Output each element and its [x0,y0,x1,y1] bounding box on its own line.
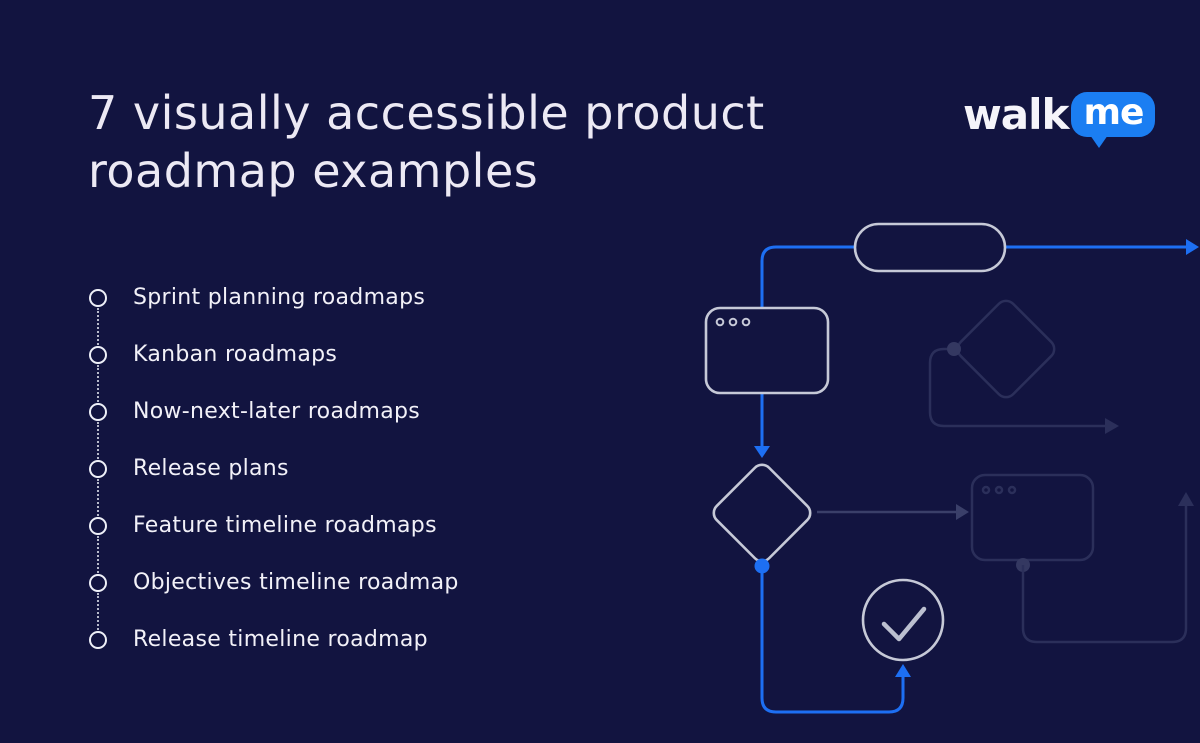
faded-flow-group [817,299,1194,644]
circle-bullet-icon [89,288,107,307]
blue-lower-group [754,558,911,714]
decision-diamond-icon [712,463,812,563]
list-item: Release plans [89,440,459,516]
faded-arrow-right-icon [1105,418,1119,434]
circle-bullet-icon [89,630,107,649]
walkme-logo: walk me [963,89,1156,148]
list-item: Now-next-later roadmaps [89,383,459,459]
blue-main-path [760,245,1190,449]
blue-return-path [760,566,905,714]
window-dot [741,317,751,327]
list-item-label: Release timeline roadmap [133,627,428,652]
page-title-line1: 7 visually accessible product [88,86,765,140]
dotted-connector [97,308,99,345]
faded-browser-window-icon [970,473,1095,562]
logo-bubble-tail [1090,135,1109,148]
window-dot [728,317,738,327]
check-circle-group [861,578,945,662]
blue-flow-group [754,239,1199,458]
blue-connector-dot [754,558,770,574]
dotted-connector [97,536,99,573]
logo-walk-text: walk [963,89,1069,139]
circle-bullet-icon [89,459,107,478]
list-item: Sprint planning roadmaps [89,269,459,345]
list-item: Objectives timeline roadmap [89,554,459,630]
page-title: 7 visually accessible product roadmap ex… [88,84,765,200]
logo-speech-bubble: me [1071,92,1156,148]
pill-node-icon [853,222,1007,273]
circle-bullet-icon [89,516,107,535]
dotted-connector [97,365,99,402]
dotted-connector [97,422,99,459]
circle-bullet-icon [89,573,107,592]
list-item-label: Sprint planning roadmaps [133,285,426,310]
faded-window-dot [1007,485,1017,495]
faded-loop-path [928,347,1105,428]
list-item: Release timeline roadmap [89,611,459,668]
faded-return-path [1021,506,1188,644]
check-circle-icon [861,578,945,662]
logo-me-text: me [1083,92,1144,133]
dotted-connector [97,593,99,630]
window-dot [715,317,725,327]
list-item-label: Release plans [133,456,289,481]
list-item-label: Objectives timeline roadmap [133,570,459,595]
browser-window-icon [704,306,830,395]
faded-window-dot [994,485,1004,495]
roadmap-list: Sprint planning roadmaps Kanban roadmaps… [89,269,459,668]
circle-bullet-icon [89,402,107,421]
list-item-label: Kanban roadmaps [133,342,338,367]
faded-arrow-into-window-icon [956,504,969,520]
faded-connector-dot [947,342,961,356]
list-item: Kanban roadmaps [89,326,459,402]
list-item-label: Now-next-later roadmaps [133,399,421,424]
blue-arrow-up-icon [895,664,911,677]
dotted-connector [97,479,99,516]
blue-arrow-down-icon [754,446,770,458]
checkmark-icon [881,606,927,642]
faded-decision-diamond-icon [956,299,1056,399]
faded-arrow-up-icon [1178,492,1194,506]
faded-window-dot [981,485,991,495]
circle-bullet-icon [89,345,107,364]
list-item-label: Feature timeline roadmaps [133,513,437,538]
blue-arrow-right-icon [1186,239,1199,255]
list-item: Feature timeline roadmaps [89,497,459,573]
page-title-line2: roadmap examples [88,144,539,198]
bright-shape-group [704,222,1007,563]
